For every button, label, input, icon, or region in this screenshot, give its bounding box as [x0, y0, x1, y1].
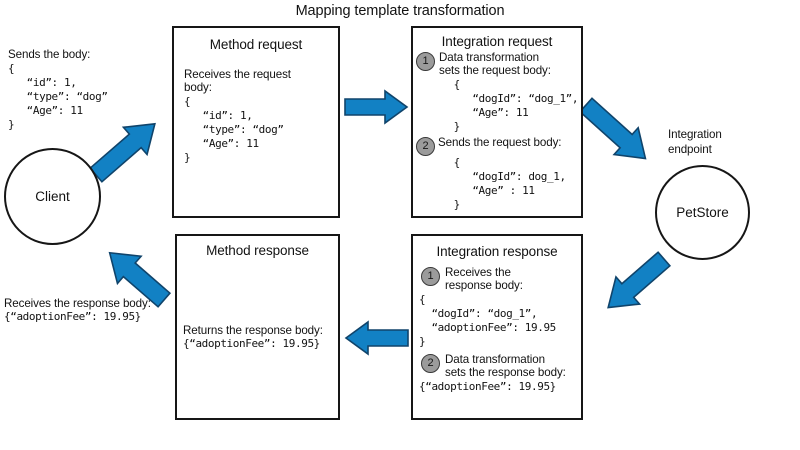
integration-response-title: Integration response	[436, 244, 558, 259]
method-request-box[interactable]: Method request Receives the request body…	[172, 26, 340, 218]
arrow-method-request-to-integration-request	[344, 89, 409, 125]
integration-request-step-1: 1 Data transformation sets the request b…	[416, 51, 581, 78]
client-response-note-heading: Receives the response body:	[4, 297, 151, 310]
client-label: Client	[35, 189, 70, 204]
step-badge-1: 1	[416, 52, 435, 71]
integration-response-step-1: 1 Receives the response body:	[421, 266, 581, 293]
step-badge-1: 1	[421, 267, 440, 286]
method-response-box[interactable]: Method response Returns the response bod…	[175, 234, 340, 420]
integration-request-box[interactable]: Integration request 1 Data transformatio…	[411, 26, 583, 218]
integration-request-step-1-body: { “dogId”: “dog_1”, “Age”: 11 }	[453, 77, 579, 133]
arrow-integration-request-to-endpoint	[578, 97, 647, 160]
integration-response-step-1-text: Receives the response body:	[445, 266, 523, 293]
integration-request-step-2-body: { “dogId”: dog_1, “Age” : 11 }	[453, 155, 566, 211]
method-response-body: {“adoptionFee”: 19.95}	[183, 337, 320, 351]
arrow-endpoint-to-integration-response	[607, 251, 672, 309]
petstore-label: PetStore	[676, 205, 729, 220]
client-response-note-body: {“adoptionFee”: 19.95}	[4, 310, 141, 324]
integration-request-step-1-text: Data transformation sets the request bod…	[439, 51, 551, 78]
method-request-text: Receives the request body:	[184, 68, 291, 95]
client-request-note: Sends the body: { “id”: 1, “type”: “dog”…	[8, 48, 158, 132]
arrow-client-to-method-request	[88, 122, 156, 183]
integration-response-step-2-text: Data transformation sets the response bo…	[445, 352, 566, 380]
step-badge-2: 2	[421, 353, 440, 373]
page-title: Mapping template transformation	[295, 3, 505, 19]
method-response-title: Method response	[206, 243, 309, 258]
method-response-text: Returns the response body:	[183, 324, 323, 337]
integration-endpoint-label: Integration endpoint	[668, 128, 725, 156]
integration-response-step-2-body: {“adoptionFee”: 19.95}	[419, 379, 556, 393]
integration-request-step-2-text: Sends the request body:	[438, 135, 562, 149]
client-request-note-heading: Sends the body:	[8, 48, 91, 61]
integration-response-step-1-body: { “dogId”: “dog_1”, “adoptionFee”: 19.95…	[419, 292, 556, 348]
arrow-method-response-to-client	[108, 251, 172, 308]
client-response-note: Receives the response body: {“adoptionFe…	[4, 297, 169, 324]
integration-response-step-2: 2 Data transformation sets the response …	[421, 353, 581, 380]
petstore-circle[interactable]: PetStore	[655, 165, 750, 260]
method-request-body: { “id”: 1, “type”: “dog” “Age”: 11 }	[184, 94, 284, 164]
method-request-title: Method request	[209, 37, 303, 52]
arrow-integration-response-to-method-response	[344, 320, 409, 356]
integration-response-box[interactable]: Integration response 1 Receives the resp…	[411, 234, 583, 420]
client-request-note-body: { “id”: 1, “type”: “dog” “Age”: 11 }	[8, 62, 108, 132]
integration-request-step-2: 2 Sends the request body:	[416, 136, 581, 156]
client-circle[interactable]: Client	[4, 148, 101, 245]
step-badge-2: 2	[416, 136, 435, 156]
integration-request-title: Integration request	[441, 34, 553, 49]
